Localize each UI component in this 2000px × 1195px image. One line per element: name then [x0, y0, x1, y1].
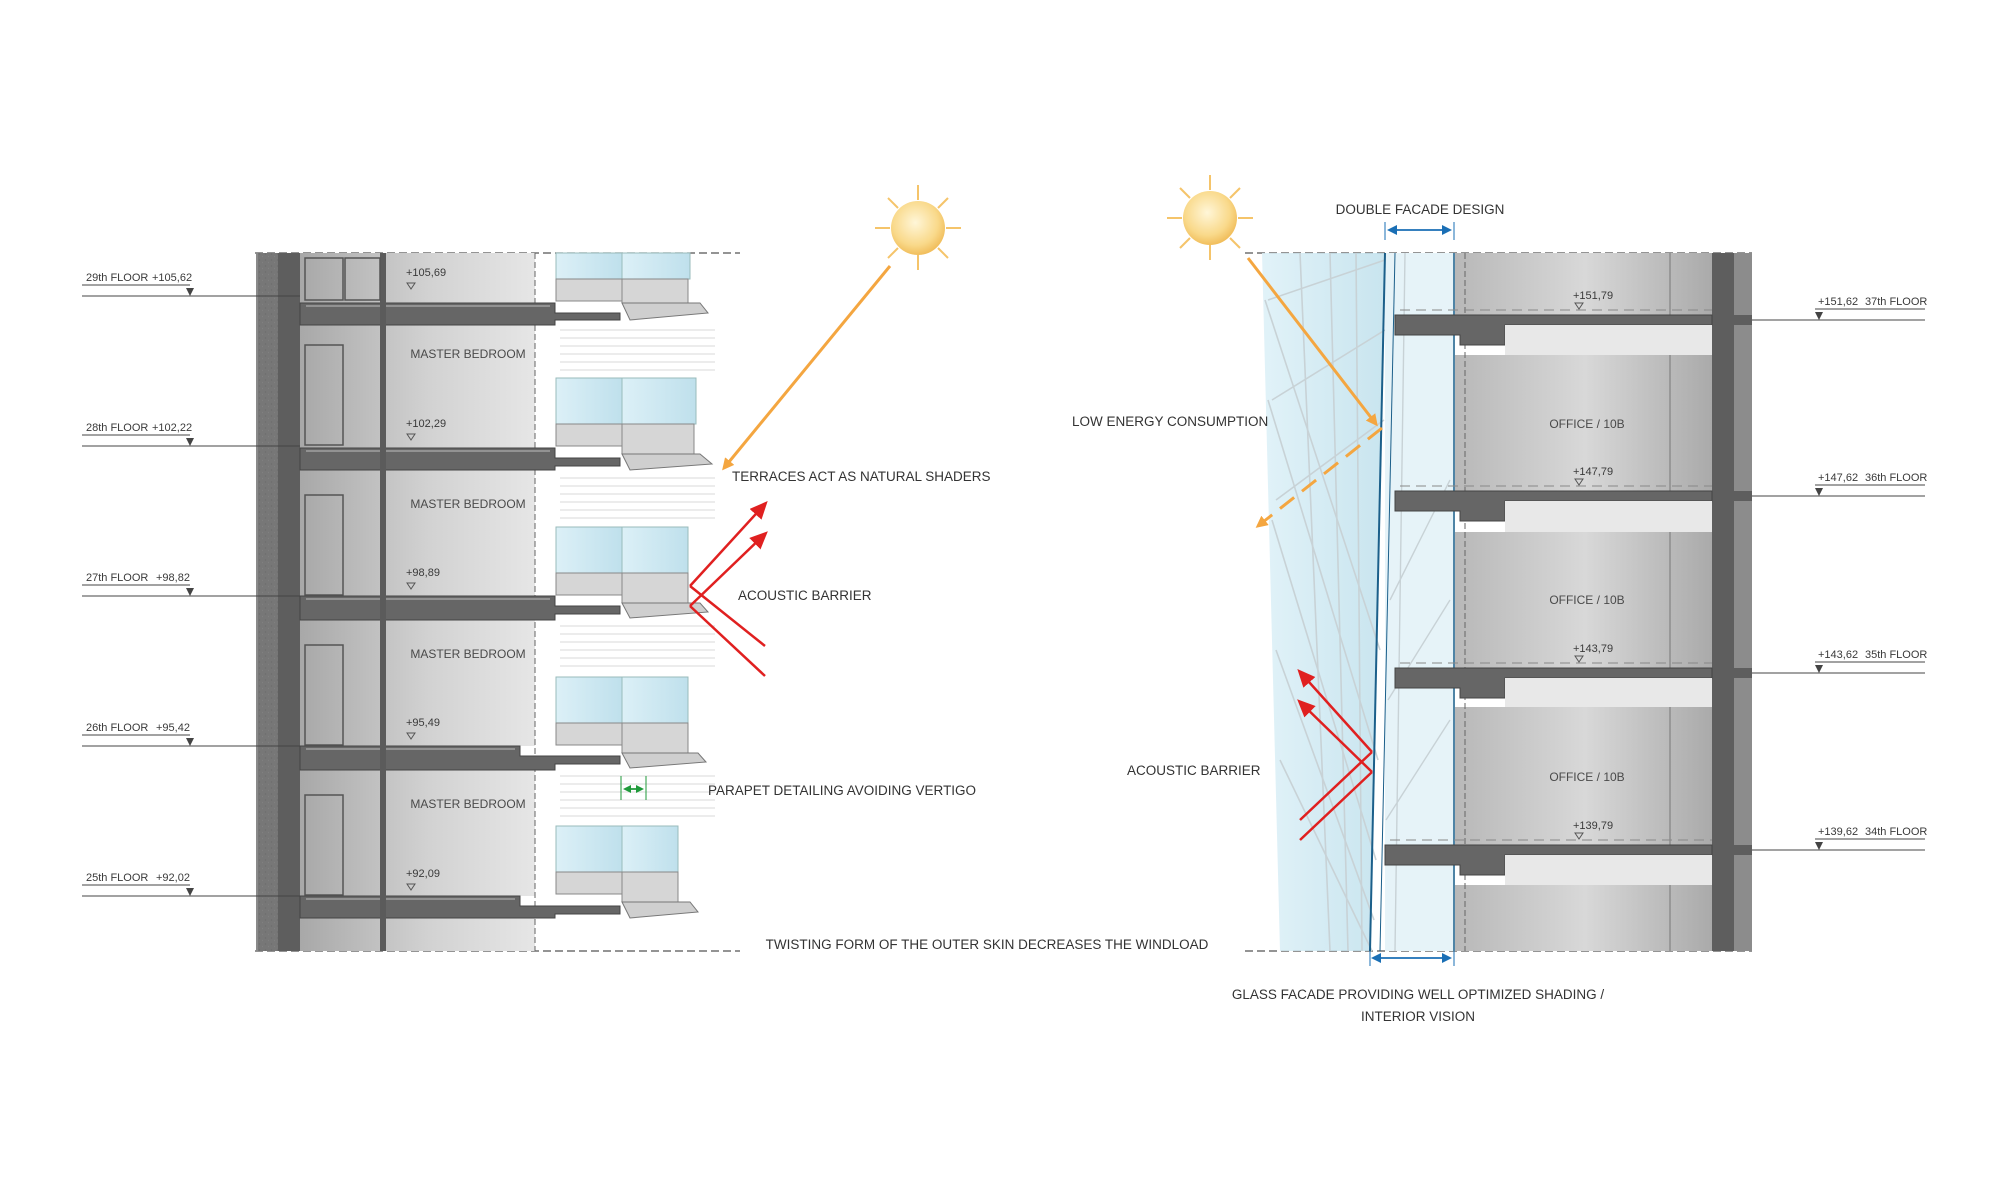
right-interior-levels: +151,79 +147,79 +143,79 +139,79: [1573, 290, 1613, 840]
room-label: MASTER BEDROOM: [410, 497, 525, 511]
right-rooms: [1455, 253, 1715, 951]
annotation-twisting-form: TWISTING FORM OF THE OUTER SKIN DECREASE…: [766, 937, 1209, 952]
interior-level: +151,79: [1573, 290, 1613, 302]
left-terraces: [555, 252, 715, 919]
room-label: MASTER BEDROOM: [410, 347, 525, 361]
sun-icon: [875, 185, 961, 270]
right-room-labels: OFFICE / 10B OFFICE / 10B OFFICE / 10B: [1549, 417, 1624, 784]
left-room-labels: MASTER BEDROOM MASTER BEDROOM MASTER BED…: [410, 347, 525, 811]
sun-ray-arrow: [1246, 257, 1378, 427]
right-slabs: [1384, 314, 1713, 876]
glass-facade-dimension: [1369, 951, 1455, 966]
doors: [304, 257, 381, 896]
outer-glass-skin: [1262, 253, 1385, 951]
floor-level-value: +151,62: [1818, 296, 1858, 308]
right-section: +151,79 +147,79 +143,79 +139,79 OFFICE /…: [1072, 175, 1927, 1024]
floor-level-value: +139,62: [1818, 826, 1858, 838]
floor-level-label: 37th FLOOR: [1865, 296, 1927, 308]
annotation-glass-facade-line1: GLASS FACADE PROVIDING WELL OPTIMIZED SH…: [1232, 987, 1605, 1002]
right-floor-levels: +151,62 37th FLOOR +147,62 36th FLOOR +1…: [1752, 296, 1927, 851]
floor-level-label: 34th FLOOR: [1865, 826, 1927, 838]
interior-level: +147,79: [1573, 466, 1613, 478]
double-facade-dimension: [1384, 222, 1455, 240]
left-section: +105,69 +102,29 +98,89 +95,49 +92,09 MAS…: [82, 185, 991, 952]
annotation-parapet: PARAPET DETAILING AVOIDING VERTIGO: [708, 783, 976, 798]
interior-level: +143,79: [1573, 643, 1613, 655]
floor-level-value: +102,22: [152, 422, 192, 434]
annotation-terraces: TERRACES ACT AS NATURAL SHADERS: [732, 469, 991, 484]
floor-level-label: 36th FLOOR: [1865, 472, 1927, 484]
interior-level: +95,49: [406, 717, 440, 729]
floor-level-value: +143,62: [1818, 649, 1858, 661]
interior-level: +139,79: [1573, 820, 1613, 832]
floor-level-label: 27th FLOOR: [86, 572, 148, 584]
annotation-acoustic-barrier: ACOUSTIC BARRIER: [738, 588, 872, 603]
floor-level-label: 25th FLOOR: [86, 872, 148, 884]
annotation-low-energy: LOW ENERGY CONSUMPTION: [1072, 414, 1268, 429]
room-label: MASTER BEDROOM: [410, 797, 525, 811]
floor-level-value: +98,82: [156, 572, 190, 584]
annotation-glass-facade-line2: INTERIOR VISION: [1361, 1009, 1475, 1024]
acoustic-arrows: [1297, 669, 1373, 841]
left-interior-levels: +105,69 +102,29 +98,89 +95,49 +92,09: [406, 267, 446, 891]
acoustic-arrows: [689, 501, 768, 677]
room-label: MASTER BEDROOM: [410, 647, 525, 661]
floor-level-value: +92,02: [156, 872, 190, 884]
parapet-dimension: [620, 776, 647, 800]
floor-level-label: 28th FLOOR: [86, 422, 148, 434]
interior-level: +92,09: [406, 868, 440, 880]
interior-level: +105,69: [406, 267, 446, 279]
left-floor-levels: 29th FLOOR +105,62 28th FLOOR +102,22 27…: [82, 272, 300, 897]
floor-level-label: 35th FLOOR: [1865, 649, 1927, 661]
room-label: OFFICE / 10B: [1549, 770, 1624, 784]
floor-level-value: +105,62: [152, 272, 192, 284]
floor-level-label: 29th FLOOR: [86, 272, 148, 284]
sun-icon: [1167, 175, 1253, 260]
room-label: OFFICE / 10B: [1549, 417, 1624, 431]
floor-level-value: +147,62: [1818, 472, 1858, 484]
sun-ray-arrow: [722, 265, 892, 471]
floor-level-value: +95,42: [156, 722, 190, 734]
room-label: OFFICE / 10B: [1549, 593, 1624, 607]
left-rooms: [300, 253, 536, 951]
annotation-acoustic-barrier: ACOUSTIC BARRIER: [1127, 763, 1261, 778]
interior-level: +102,29: [406, 418, 446, 430]
floor-level-label: 26th FLOOR: [86, 722, 148, 734]
annotation-double-facade: DOUBLE FACADE DESIGN: [1336, 202, 1505, 217]
interior-level: +98,89: [406, 567, 440, 579]
